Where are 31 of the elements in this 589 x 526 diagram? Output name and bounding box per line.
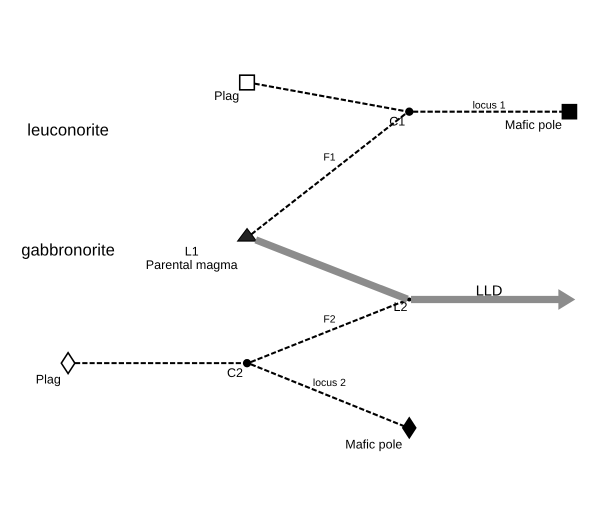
node-point	[407, 296, 412, 302]
edge-label: F2	[323, 314, 336, 325]
connector	[413, 110, 562, 112]
node-label: L2	[394, 300, 408, 314]
node-label: Mafic pole	[504, 118, 562, 132]
edge-label: F1	[323, 152, 336, 164]
node-label: Plag	[214, 88, 240, 102]
node-label: Parental magma	[146, 257, 238, 272]
node-circle	[242, 358, 252, 367]
node-circle	[405, 107, 414, 116]
connector	[250, 298, 408, 362]
node-label: C2	[227, 365, 244, 380]
node-label: Plag	[36, 372, 61, 386]
connector	[254, 82, 406, 112]
label: gabbronorite	[21, 240, 115, 259]
node-diamond	[60, 350, 76, 375]
connector	[254, 236, 409, 302]
edge-label: LLD	[476, 283, 502, 300]
node-box	[238, 74, 256, 90]
node-label: L1	[184, 244, 199, 258]
node-label: Mafic pole	[345, 436, 402, 451]
connector	[75, 362, 244, 364]
node-triangle	[236, 227, 258, 242]
label: leuconorite	[27, 120, 109, 139]
connector	[250, 362, 404, 426]
node-box	[562, 103, 578, 120]
connector	[250, 112, 407, 235]
node-diamond	[402, 416, 417, 439]
arrow	[411, 288, 576, 310]
edge-label: locus 2	[312, 378, 346, 389]
edge-label: locus 1	[472, 100, 506, 112]
